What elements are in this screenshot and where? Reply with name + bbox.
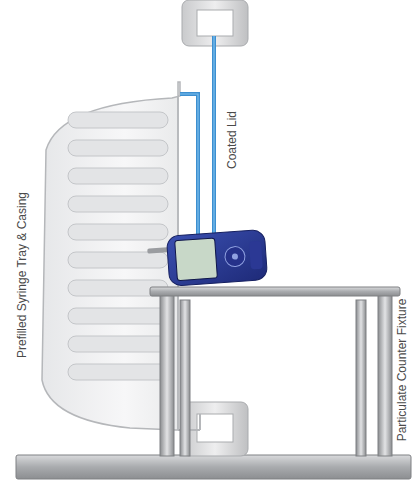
tray-slot [68, 168, 168, 184]
tray-slot [68, 196, 168, 212]
tray-slot [68, 140, 168, 156]
tray-slot [68, 364, 168, 380]
tray-slot [68, 112, 168, 128]
tray-slot [68, 336, 168, 352]
tray-slot [68, 252, 168, 268]
tray-slot [68, 224, 168, 240]
tray-slot [68, 308, 168, 324]
fixture-label: Particulate Counter Fixture [396, 299, 408, 442]
lid-label: Coated Lid [226, 111, 238, 169]
tray-label: Prefilled Syringe Tray & Casing [16, 192, 28, 358]
